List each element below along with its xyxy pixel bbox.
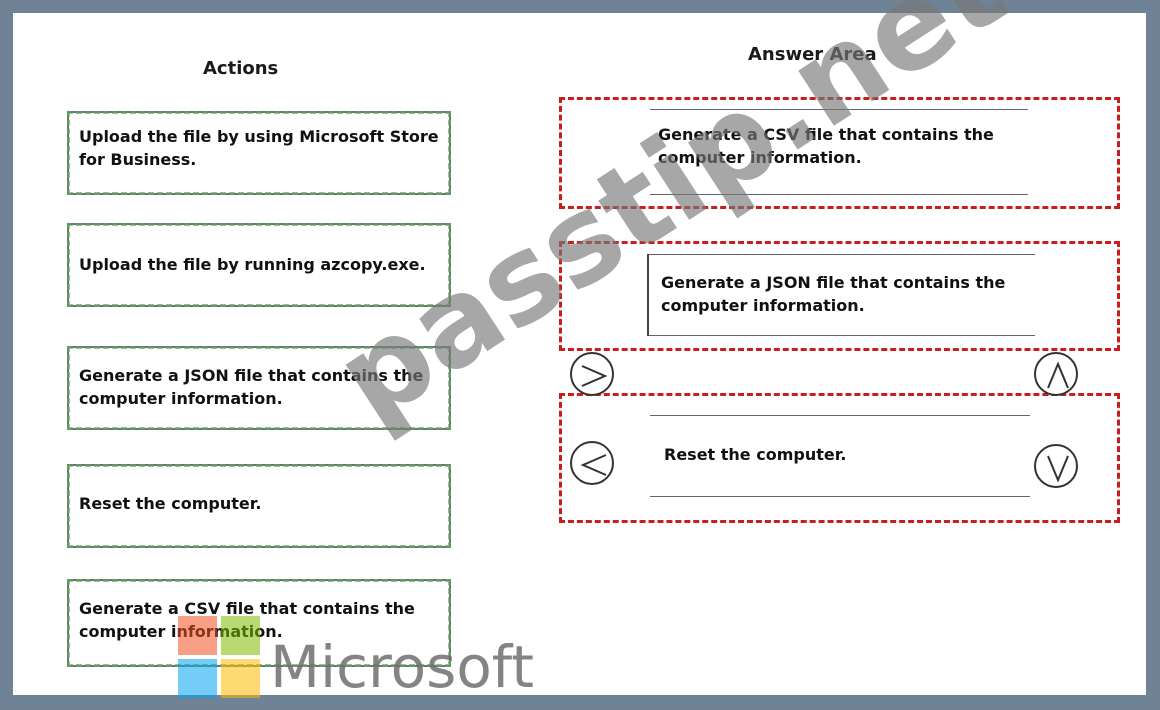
action-item-reset-computer[interactable]: Reset the computer. — [67, 464, 451, 548]
chevron-down-icon — [1047, 455, 1069, 483]
answer-item-generate-json[interactable]: Generate a JSON file that contains the c… — [647, 254, 1035, 336]
answer-area-heading: Answer Area — [748, 44, 877, 65]
logo-square-yellow — [221, 659, 260, 698]
chevron-left-icon — [580, 454, 607, 476]
answer-item-top-rule — [650, 415, 1030, 416]
answer-item-label: Reset the computer. — [664, 445, 847, 464]
action-item-upload-store[interactable]: Upload the file by using Microsoft Store… — [67, 111, 451, 195]
actions-heading: Actions — [203, 58, 279, 79]
answer-item-top-rule — [650, 109, 1028, 110]
action-item-generate-json[interactable]: Generate a JSON file that contains the c… — [67, 346, 451, 430]
move-up-button[interactable] — [1034, 352, 1078, 396]
chevron-right-icon — [581, 365, 608, 387]
answer-drop-zone-1[interactable] — [559, 97, 1120, 209]
chevron-up-icon — [1047, 361, 1069, 389]
logo-square-red — [178, 616, 217, 655]
logo-square-blue — [178, 659, 217, 698]
answer-item-reset-computer[interactable]: Reset the computer. — [650, 415, 1030, 497]
move-down-button[interactable] — [1034, 444, 1078, 488]
action-item-label: Reset the computer. — [79, 494, 262, 513]
answer-item-bottom-rule — [650, 194, 1028, 195]
answer-item-label: Generate a CSV file that contains the co… — [658, 125, 994, 167]
answer-item-top-rule — [649, 254, 1035, 255]
move-right-button[interactable] — [570, 352, 614, 396]
action-item-label: Upload the file by running azcopy.exe. — [79, 255, 426, 274]
answer-drop-zone-3[interactable] — [559, 393, 1120, 523]
answer-item-bottom-rule — [650, 496, 1030, 497]
answer-drop-zone-2[interactable] — [559, 241, 1120, 351]
action-item-upload-azcopy[interactable]: Upload the file by running azcopy.exe. — [67, 223, 451, 307]
answer-item-label: Generate a JSON file that contains the c… — [661, 273, 1006, 315]
action-item-label: Generate a JSON file that contains the c… — [79, 366, 424, 408]
action-item-label: Upload the file by using Microsoft Store… — [79, 127, 439, 169]
answer-item-generate-csv[interactable]: Generate a CSV file that contains the co… — [650, 109, 1028, 195]
answer-item-bottom-rule — [649, 335, 1035, 336]
logo-square-green — [221, 616, 260, 655]
exam-panel: Actions Answer Area Upload the file by u… — [13, 0, 1146, 701]
move-left-button[interactable] — [570, 441, 614, 485]
